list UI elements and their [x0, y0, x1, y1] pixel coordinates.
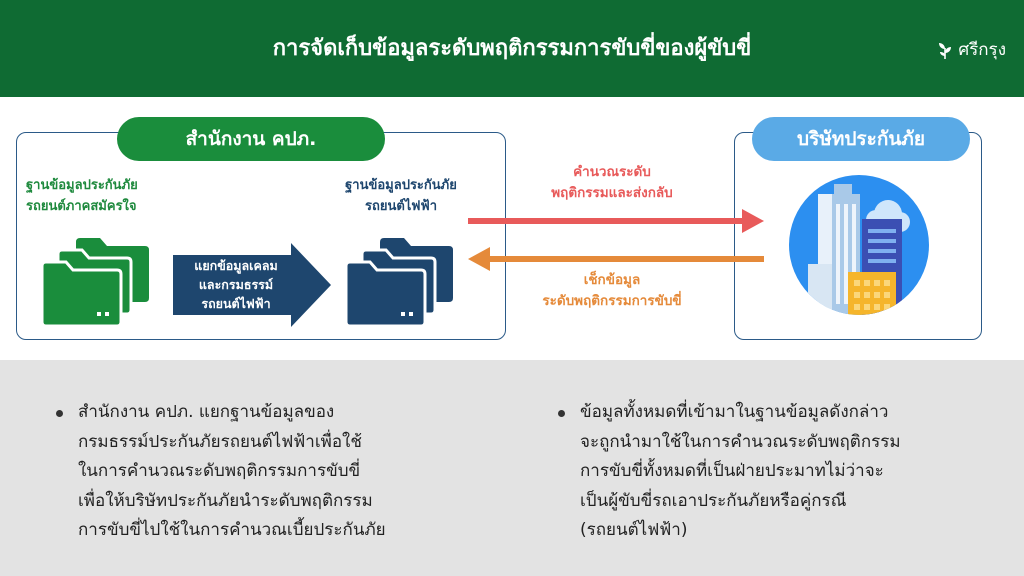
check-flow-label-line: เช็กข้อมูล	[583, 272, 641, 288]
summary-section	[0, 360, 1024, 576]
summary-line: (รถยนต์ไฟฟ้า)	[580, 520, 688, 540]
summary-line: จะถูกนำมาใช้ในการคำนวณระดับพฤติกรรม	[580, 431, 901, 452]
folders-icon	[346, 238, 453, 328]
ev-db-label-line: รถยนต์ไฟฟ้า	[364, 199, 438, 214]
source-db-label: ฐานข้อมูลประกันภัย รถยนต์ภาคสมัครใจ	[26, 175, 138, 217]
check-flow-label: เช็กข้อมูล ระดับพฤติกรรมการขับขี่	[500, 270, 724, 312]
summary-right: ข้อมูลทั้งหมดที่เข้ามาในฐานข้อมูลดังกล่า…	[580, 398, 990, 546]
summary-line: สำนักงาน คปภ. แยกฐานข้อมูลของ	[78, 402, 335, 422]
calc-flow-label-line: พฤติกรรมและส่งกลับ	[551, 185, 673, 201]
process-label: แยกข้อมูลเคลม และกรมธรรม์ รถยนต์ไฟฟ้า	[180, 256, 292, 313]
folders-icon	[42, 238, 149, 328]
arrow-left-icon	[468, 247, 764, 271]
source-db-label-line: ฐานข้อมูลประกันภัย	[26, 178, 138, 193]
page-title: การจัดเก็บข้อมูลระดับพฤติกรรมการขับขี่ขอ…	[272, 36, 752, 61]
summary-line: ในการคำนวณระดับพฤติกรรมการขับขี่	[78, 461, 361, 481]
summary-line: เพื่อให้บริษัทประกันภัยนำระดับพฤติกรรม	[78, 490, 373, 511]
process-label-line: แยกข้อมูลเคลม	[194, 258, 278, 273]
arrow-right-icon	[468, 209, 764, 233]
insurer-title: บริษัทประกันภัย	[752, 117, 970, 161]
summary-line: กรมธรรม์ประกันภัยรถยนต์ไฟฟ้าเพื่อใช้	[78, 431, 362, 452]
calc-flow-label-line: คำนวณระดับ	[573, 164, 651, 180]
ev-db-label-line: ฐานข้อมูลประกันภัย	[345, 178, 457, 193]
brand-name: ศรีกรุง	[958, 40, 1006, 60]
summary-line: เป็นผู้ขับขี่รถเอาประกันภัยหรือคู่กรณี	[580, 490, 847, 511]
bullet-dot	[558, 410, 565, 417]
oic-title: สำนักงาน คปภ.	[117, 117, 385, 161]
bullet-dot	[56, 410, 63, 417]
calc-flow-label: คำนวณระดับ พฤติกรรมและส่งกลับ	[500, 162, 724, 204]
check-flow-label-line: ระดับพฤติกรรมการขับขี่	[542, 293, 682, 309]
source-db-label-line: รถยนต์ภาคสมัครใจ	[26, 199, 137, 214]
summary-line: ข้อมูลทั้งหมดที่เข้ามาในฐานข้อมูลดังกล่า…	[580, 402, 889, 422]
summary-left: สำนักงาน คปภ. แยกฐานข้อมูลของ กรมธรรม์ปร…	[78, 398, 478, 546]
summary-line: การขับขี่ไปใช้ในการคำนวณเบี้ยประกันภัย	[78, 520, 386, 540]
city-buildings-icon	[789, 175, 929, 315]
process-label-line: รถยนต์ไฟฟ้า	[201, 296, 271, 311]
header-bar: การจัดเก็บข้อมูลระดับพฤติกรรมการขับขี่ขอ…	[0, 0, 1024, 97]
leaf-icon	[939, 42, 952, 59]
brand-logo: ศรีกรุง	[937, 36, 1006, 63]
process-arrow-icon	[173, 243, 331, 327]
process-label-line: และกรมธรรม์	[198, 277, 274, 292]
ev-db-label: ฐานข้อมูลประกันภัย รถยนต์ไฟฟ้า	[306, 175, 496, 217]
summary-line: การขับขี่ทั้งหมดที่เป็นฝ่ายประมาทไม่ว่าจ…	[580, 461, 884, 481]
